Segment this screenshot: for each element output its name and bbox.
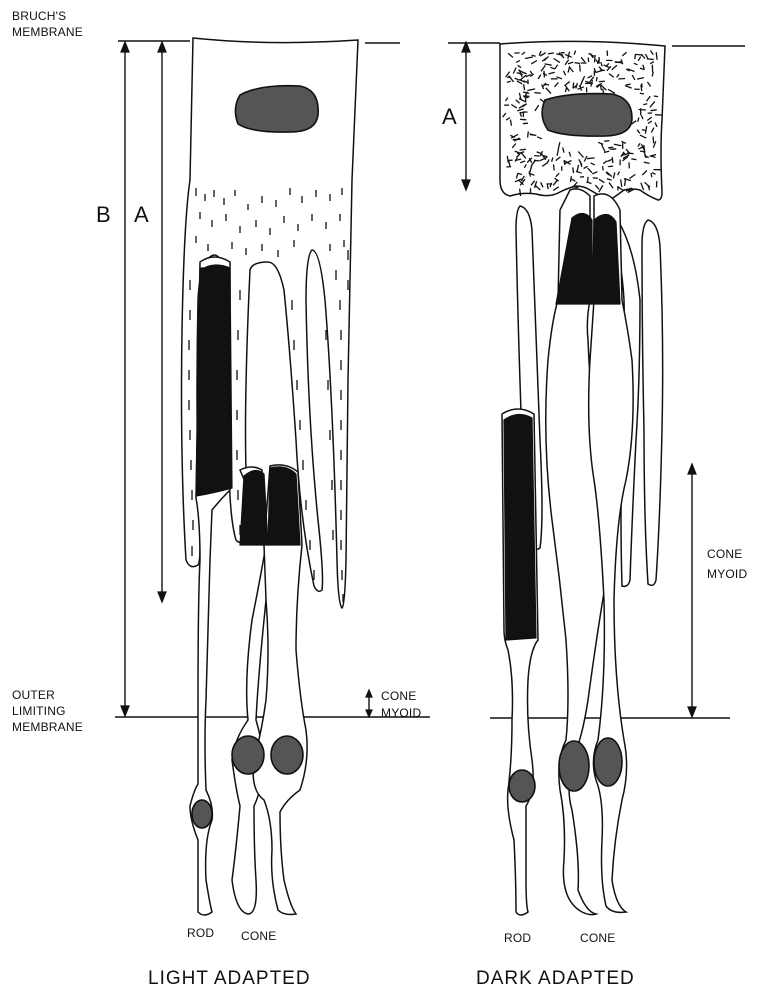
pigment-granule xyxy=(604,141,609,142)
pigment-granule xyxy=(612,157,613,163)
cone-myoid-dark-label-1: CONE xyxy=(707,547,742,561)
pigment-granule xyxy=(656,52,657,60)
pigment-granule xyxy=(619,79,626,80)
dark-adapted-rod xyxy=(502,409,538,915)
pigment-granule xyxy=(534,160,540,161)
pigment-granule xyxy=(654,96,658,97)
light-cone-outer-segment-1 xyxy=(240,470,268,545)
pigment-granule xyxy=(640,93,644,94)
cone-myoid-light-label-1: CONE xyxy=(381,689,416,703)
pigment-granule xyxy=(575,63,581,64)
light-adapted-title: LIGHT ADAPTED xyxy=(148,968,311,989)
pigment-granule xyxy=(647,59,654,60)
pigment-granule xyxy=(631,159,636,160)
pigment-granule xyxy=(639,110,646,111)
cone-myoid-light-label-2: MYOID xyxy=(381,706,421,720)
pigment-granule xyxy=(507,77,511,78)
dark-adapted-cones xyxy=(546,189,633,915)
pigment-granule xyxy=(580,65,581,72)
dark-rod-nucleus xyxy=(509,770,535,802)
outer-limiting-label-2: LIMITING xyxy=(12,704,66,718)
pigment-granule xyxy=(520,119,526,120)
rod-light-label: ROD xyxy=(187,926,214,940)
dark-epithelium-nucleus xyxy=(542,94,632,137)
pigment-granule xyxy=(573,167,574,173)
cone-myoid-arrow-light xyxy=(366,690,372,717)
light-rod-outer-segment xyxy=(196,265,232,496)
light-cone-nucleus-2 xyxy=(271,736,303,774)
outer-limiting-label-1: OUTER xyxy=(12,688,55,702)
pigment-granule xyxy=(643,104,647,105)
dark-epithelium-process-right xyxy=(642,220,663,585)
pigment-granule xyxy=(548,53,554,54)
dimension-a-light-label: A xyxy=(134,202,149,227)
light-cone-nucleus-1 xyxy=(232,736,264,774)
pigment-granule xyxy=(530,135,536,136)
pigment-granule xyxy=(626,84,631,85)
pigment-granule xyxy=(651,110,657,111)
dark-cone-outer-segment-2 xyxy=(592,214,620,304)
light-cone-outer-segment-2 xyxy=(268,467,300,545)
pigment-granule xyxy=(629,162,630,168)
cone-light-label: CONE xyxy=(241,929,276,943)
pigment-granule xyxy=(534,156,539,157)
pigment-granule xyxy=(651,173,652,177)
pigment-granule xyxy=(544,84,549,85)
dimension-arrow-b xyxy=(121,42,129,716)
dimension-a-dark-label: A xyxy=(442,104,457,129)
outer-limiting-label-3: MEMBRANE xyxy=(12,720,83,734)
dark-cone-nucleus-2 xyxy=(594,738,622,786)
bruchs-membrane-label-2: MEMBRANE xyxy=(12,25,83,39)
pigment-granule xyxy=(564,160,565,165)
dark-rod-outer-segment xyxy=(504,414,536,640)
pigment-granule xyxy=(528,131,529,137)
pigment-granule xyxy=(596,77,597,81)
dimension-b-label: B xyxy=(96,202,111,227)
light-rod-nucleus xyxy=(192,800,212,828)
pigment-granule xyxy=(603,166,604,170)
pigment-granule xyxy=(653,137,654,144)
dark-cone-nucleus-1 xyxy=(559,741,589,791)
outer-limiting-membrane-lines xyxy=(115,717,730,718)
dark-adapted-title: DARK ADAPTED xyxy=(476,968,635,989)
light-epithelium-nucleus xyxy=(235,86,318,132)
dimension-arrow-a-light xyxy=(158,42,166,602)
pigment-granule xyxy=(608,147,613,148)
cone-myoid-dark-label-2: MYOID xyxy=(707,567,747,581)
pigment-granule xyxy=(641,85,642,91)
cone-dark-label: CONE xyxy=(580,931,615,945)
pigment-granule xyxy=(627,153,634,154)
pigment-granule xyxy=(601,86,602,91)
pigment-granule xyxy=(608,166,613,167)
rod-dark-label: ROD xyxy=(504,931,531,945)
dimension-arrow-a-dark xyxy=(462,42,470,190)
pigment-granule xyxy=(520,149,526,150)
cone-myoid-arrow-dark xyxy=(688,464,696,717)
pigment-granule xyxy=(588,57,589,62)
pigment-granule xyxy=(554,164,555,170)
pigment-granule xyxy=(547,185,548,190)
pigment-granule xyxy=(595,55,596,62)
bruchs-membrane-label-1: BRUCH'S xyxy=(12,9,66,23)
pigment-granule xyxy=(523,123,528,124)
pigment-granule xyxy=(534,93,540,94)
light-adapted-cones xyxy=(232,465,307,915)
pigment-granule xyxy=(588,177,589,183)
pigment-granule xyxy=(587,158,595,159)
